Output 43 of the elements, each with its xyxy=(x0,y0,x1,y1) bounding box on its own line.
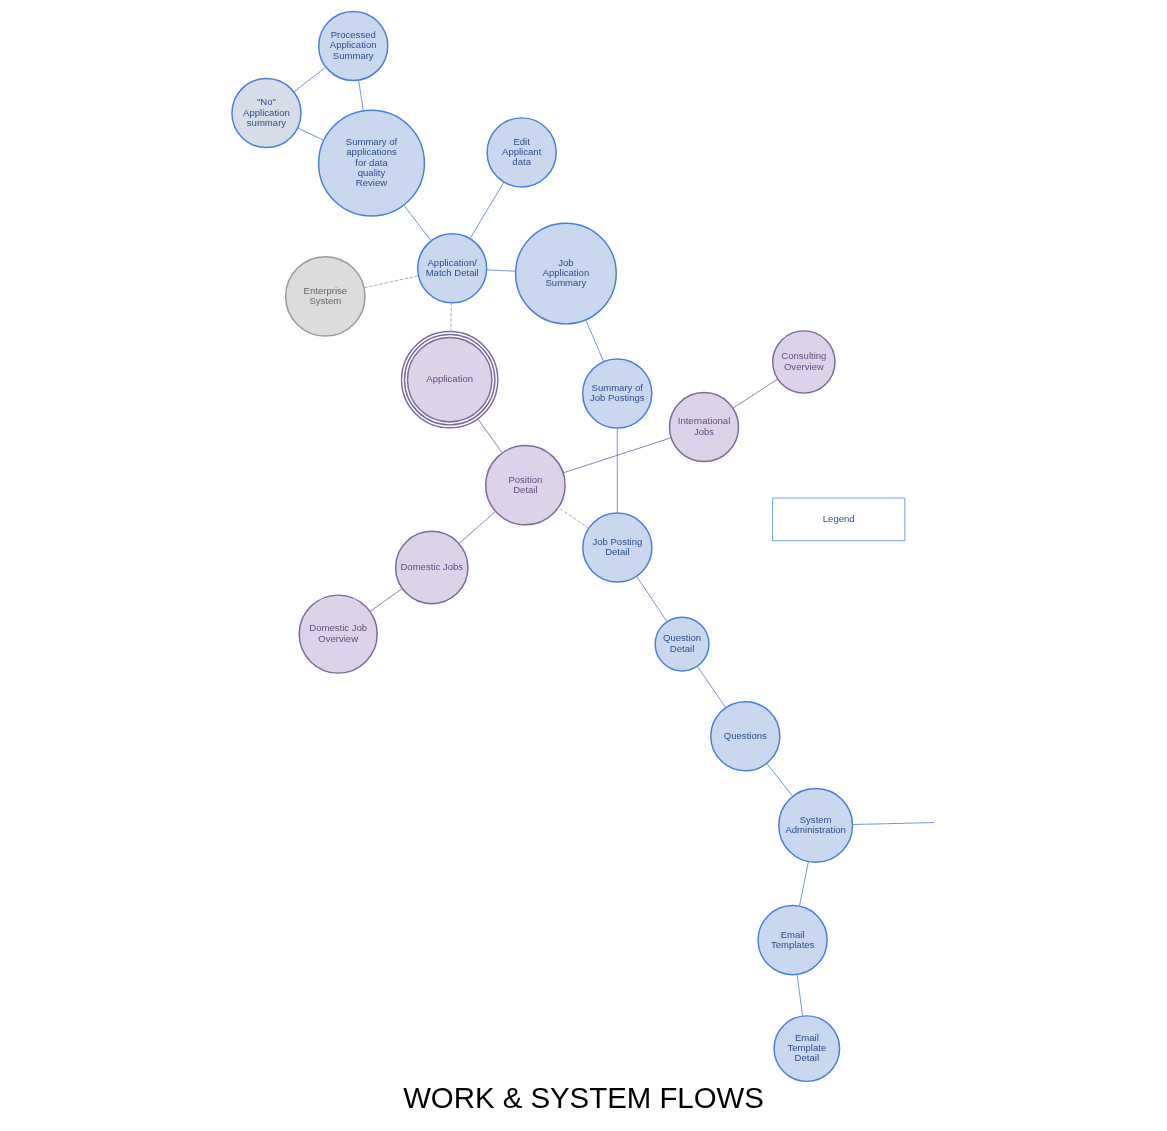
node-circle: Consulting Overview xyxy=(772,330,836,394)
node-circle: Questions xyxy=(710,700,781,772)
connector xyxy=(799,861,809,907)
node-circle: Domestic Job Overview xyxy=(298,594,378,674)
connector xyxy=(469,181,505,239)
connector xyxy=(458,511,496,544)
node-circle: Question Detail xyxy=(654,616,710,672)
diagram-title: WORK & SYSTEM FLOWS xyxy=(403,1080,764,1114)
connector xyxy=(293,66,327,93)
connector xyxy=(558,507,590,529)
connector xyxy=(363,275,419,289)
connector xyxy=(732,378,779,409)
node-circle: Domestic Jobs xyxy=(394,530,469,605)
node-circle: Job Posting Detail xyxy=(582,512,653,583)
node-circle: Enterprise System xyxy=(284,255,366,337)
node-circle: Summary of applications for data quality Review xyxy=(317,109,426,217)
connector xyxy=(796,974,804,1017)
connector xyxy=(297,127,325,141)
connector xyxy=(477,418,503,454)
node-circle: Job Application Summary xyxy=(514,222,617,325)
connector xyxy=(369,588,403,612)
connector xyxy=(403,204,432,242)
connector xyxy=(766,762,794,797)
node-circle: Processed Application Summary xyxy=(317,10,389,82)
node-circle: Email Template Detail xyxy=(773,1015,841,1083)
node-circle: International Jobs xyxy=(668,391,740,463)
connector xyxy=(616,427,618,514)
node-circle: Edit Applicant data xyxy=(486,117,557,188)
connector xyxy=(562,437,672,474)
node-circle: Summary of Job Postings xyxy=(582,358,653,429)
connector xyxy=(358,79,364,112)
label: Legend xyxy=(822,512,855,524)
node-circle: Email Templates xyxy=(757,904,828,976)
connector xyxy=(486,269,516,272)
connector xyxy=(636,575,668,623)
connector xyxy=(585,319,605,363)
connector xyxy=(852,822,935,825)
node-circle: "No" Application summary xyxy=(231,77,302,149)
connector xyxy=(696,665,727,708)
connector xyxy=(450,302,452,333)
node-circle: Position Detail xyxy=(485,444,566,526)
node-circle: Application/ Match Detail xyxy=(416,233,488,304)
node-circle: System Administration xyxy=(778,787,854,863)
